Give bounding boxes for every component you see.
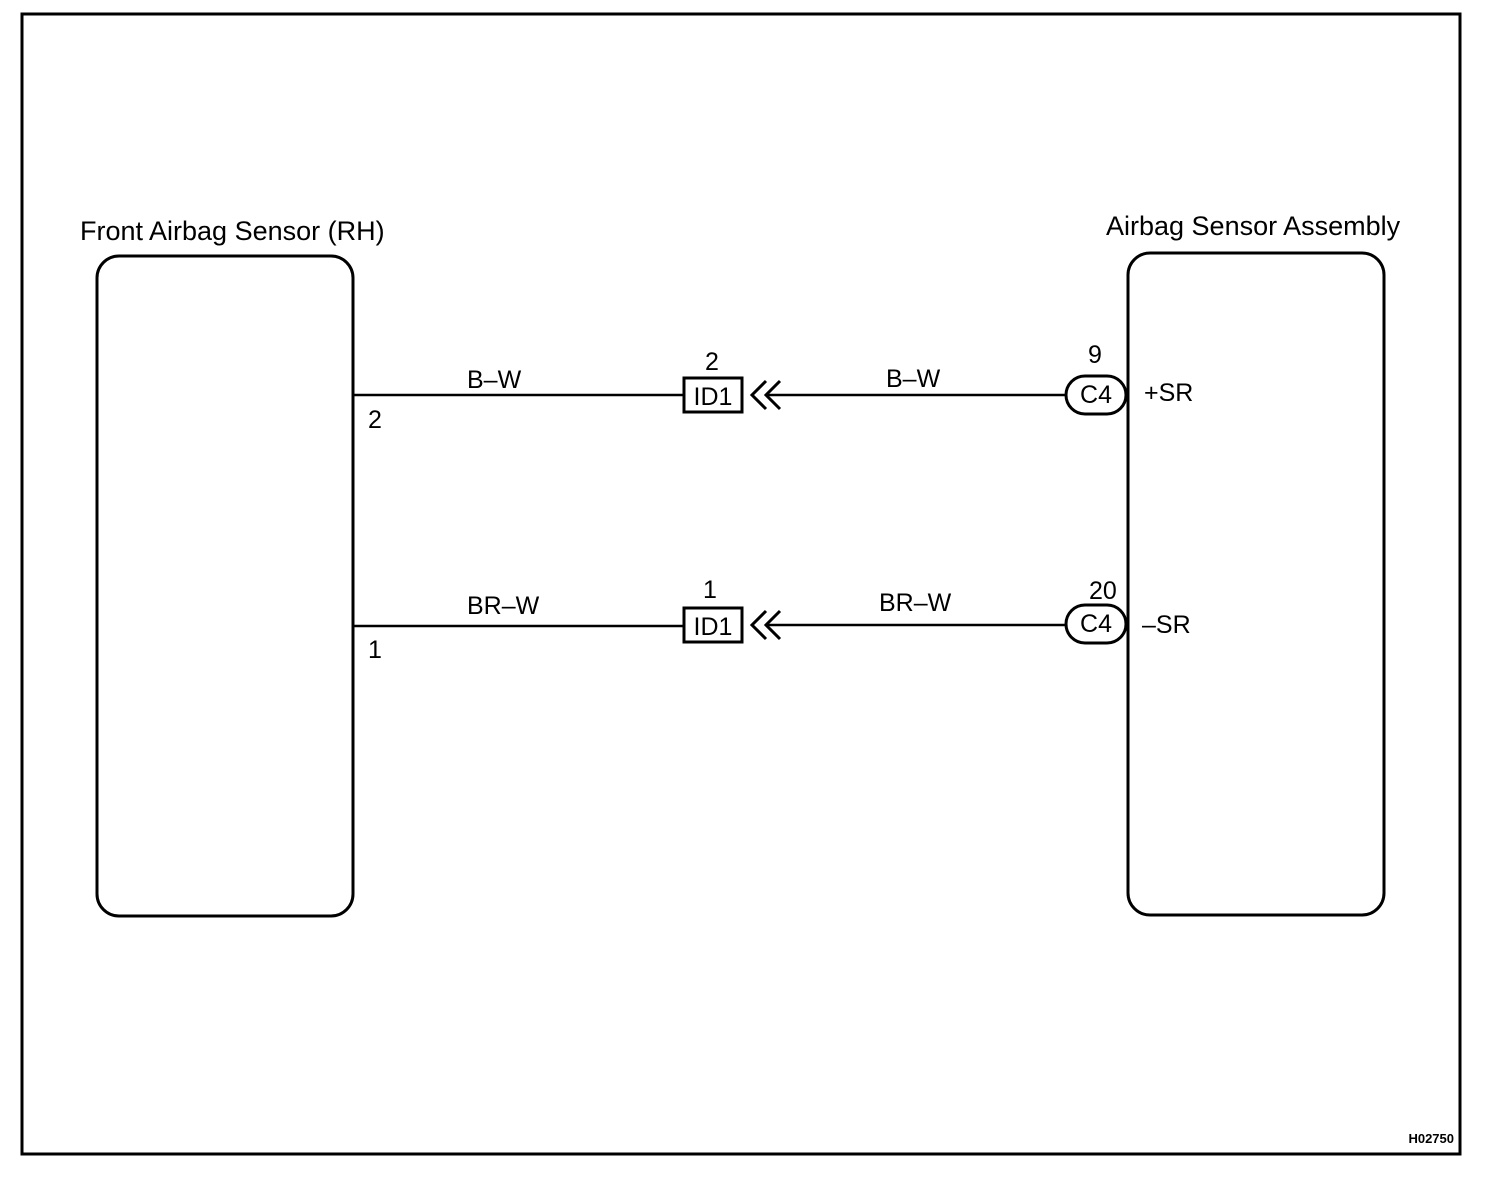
ecu-pin-number: 9 <box>1088 341 1102 369</box>
right-wire-color: BR–W <box>879 589 952 617</box>
junction-pin-number: 1 <box>703 576 717 604</box>
airbag-sensor-assembly-box <box>1126 251 1386 917</box>
left-wire-color: B–W <box>467 366 522 394</box>
ecu-connector-shape <box>1064 374 1128 416</box>
right-wire-color: B–W <box>886 365 941 393</box>
junction-connector-box <box>682 376 744 414</box>
left-pin-number: 1 <box>368 636 382 664</box>
circuit-lower: 1 BR–W 1 ID1 BR–W 20 C4 –SR <box>353 576 1191 664</box>
terminal-label: –SR <box>1142 611 1191 639</box>
ecu-connector-label: C4 <box>1080 381 1112 409</box>
ecu-pin-number: 20 <box>1089 577 1117 605</box>
left-component-title: Front Airbag Sensor (RH) <box>80 216 385 246</box>
junction-connector-label: ID1 <box>694 383 733 411</box>
front-airbag-sensor-box <box>95 254 355 918</box>
figure-code: H02750 <box>1408 1131 1454 1146</box>
junction-pin-number: 2 <box>705 348 719 376</box>
junction-connector-box <box>682 606 744 644</box>
circuit-upper: 2 B–W 2 ID1 B–W 9 C4 +SR <box>353 341 1193 434</box>
ecu-connector-shape <box>1064 603 1128 645</box>
left-pin-number: 2 <box>368 406 382 434</box>
terminal-label: +SR <box>1144 379 1193 407</box>
ecu-connector-label: C4 <box>1080 610 1112 638</box>
junction-connector-label: ID1 <box>694 613 733 641</box>
right-component-title: Airbag Sensor Assembly <box>1106 211 1401 241</box>
left-wire-color: BR–W <box>467 592 540 620</box>
diagram-frame <box>20 12 1462 1156</box>
